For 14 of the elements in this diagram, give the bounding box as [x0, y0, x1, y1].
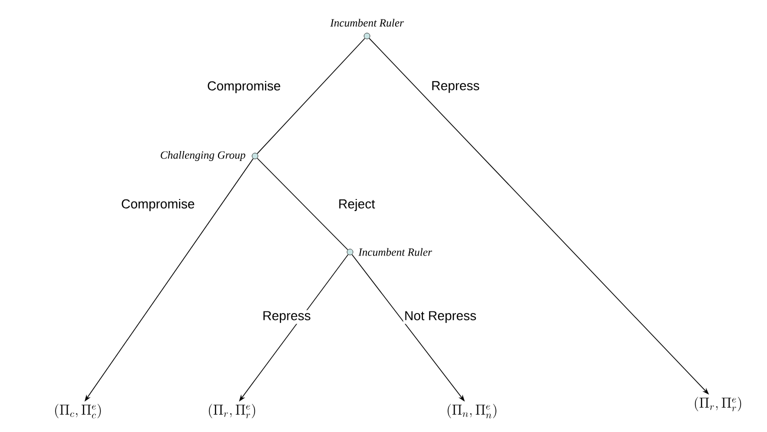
edge-label: Not Repress	[403, 310, 478, 324]
decision-node: Incumbent Ruler	[330, 18, 404, 40]
node-label: Incumbent Ruler	[330, 18, 404, 27]
payoff-label: $(\Pi_c, \Pi^e_c)$	[55, 404, 101, 418]
decision-node: Incumbent Ruler	[346, 248, 432, 256]
edge-label: Repress	[430, 80, 481, 94]
payoff-label: $(\Pi_r, \Pi^e_r)$	[208, 404, 256, 418]
payoff-label: $(\Pi_r, \Pi^e_r)$	[694, 396, 742, 412]
edge-label: Compromise	[120, 198, 196, 212]
edge-label: Compromise	[206, 80, 282, 94]
edge-label: Reject	[337, 198, 376, 212]
edge-label: Repress	[261, 310, 312, 324]
payoff-label: $(\Pi_n, \Pi^e_n)$	[448, 404, 496, 418]
decision-node: Challenging Group	[160, 151, 258, 161]
